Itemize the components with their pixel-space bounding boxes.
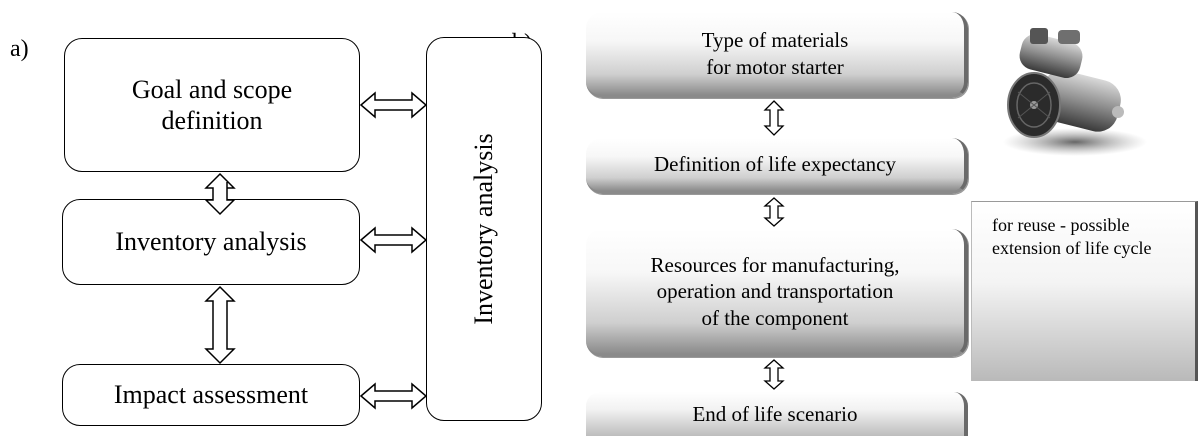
reuse-note-box: for reuse - possible extension of life c… bbox=[971, 201, 1198, 381]
interpretation-side-box: Inventory analysis bbox=[426, 37, 542, 421]
goal-scope-text: Goal and scope definition bbox=[131, 74, 293, 135]
goal-scope-box: Goal and scope definition bbox=[64, 38, 360, 172]
double-arrow-icon bbox=[359, 91, 428, 119]
impact-assessment-box: Impact assessment bbox=[62, 364, 360, 426]
double-arrow-icon bbox=[359, 382, 428, 410]
double-arrow-icon bbox=[763, 359, 785, 390]
double-arrow-icon bbox=[763, 197, 785, 227]
motor-starter-image bbox=[1003, 28, 1147, 156]
reuse-note-text: for reuse - possible extension of life c… bbox=[992, 215, 1152, 259]
step-end-of-life-box: End of life scenario bbox=[586, 392, 968, 436]
double-arrow-icon bbox=[763, 100, 785, 136]
double-arrow-icon bbox=[204, 172, 236, 216]
step-materials-text: Type of materials for motor starter bbox=[701, 28, 849, 79]
impact-assessment-text: Impact assessment bbox=[113, 380, 309, 410]
step-life-expectancy-box: Definition of life expectancy bbox=[586, 138, 968, 194]
step-resources-box: Resources for manufacturing, operation a… bbox=[586, 229, 968, 357]
double-arrow-icon bbox=[204, 285, 236, 365]
inventory-analysis-text: Inventory analysis bbox=[115, 227, 307, 257]
step-end-of-life-text: End of life scenario bbox=[692, 401, 858, 426]
step-life-expectancy-text: Definition of life expectancy bbox=[654, 152, 896, 177]
double-arrow-icon bbox=[359, 226, 428, 254]
step-resources-text: Resources for manufacturing, operation a… bbox=[650, 253, 900, 330]
panel-a-label: a) bbox=[10, 36, 29, 62]
step-materials-box: Type of materials for motor starter bbox=[586, 12, 968, 98]
